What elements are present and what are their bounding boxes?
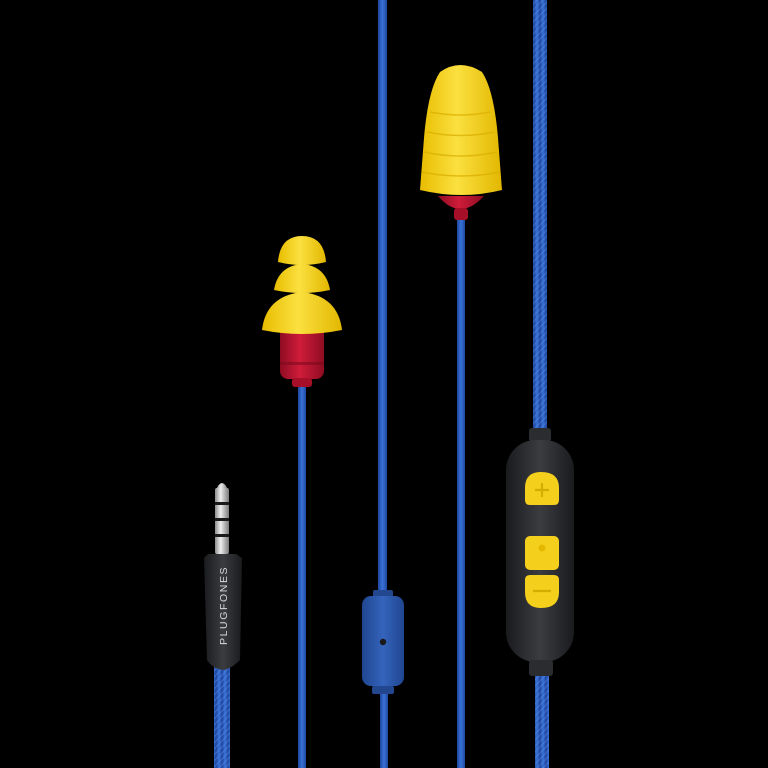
left-tip-flange-top xyxy=(278,236,326,265)
left-earbud-body xyxy=(280,325,324,379)
volume-up-button[interactable] xyxy=(525,472,559,505)
inline-remote xyxy=(506,428,574,676)
volume-down-button[interactable] xyxy=(525,575,559,608)
left-earbud xyxy=(262,236,342,387)
right-foam-tip xyxy=(420,65,502,195)
center-cable-lower xyxy=(380,693,388,768)
play-pause-button[interactable] xyxy=(525,536,559,570)
braided-cables xyxy=(214,0,549,768)
inline-microphone xyxy=(362,590,404,694)
right-earbud xyxy=(420,65,502,220)
left-earbud-cable xyxy=(298,385,306,768)
mic-hole xyxy=(379,638,387,646)
remote-cable-lower xyxy=(535,675,549,768)
audio-jack: PLUGFONES xyxy=(204,483,242,670)
thin-cables xyxy=(298,0,465,768)
left-tip-flange-large xyxy=(262,292,342,334)
jack-housing xyxy=(204,554,242,670)
left-tip-flange-mid xyxy=(274,264,330,293)
remote-cable-upper xyxy=(533,0,547,432)
right-earbud-cable xyxy=(457,218,465,768)
plus-icon xyxy=(535,483,549,497)
brand-label: PLUGFONES xyxy=(218,566,230,645)
center-cable-upper xyxy=(378,0,387,590)
dot-icon xyxy=(538,544,546,552)
right-earbud-body xyxy=(438,196,484,209)
jack-cable xyxy=(214,662,230,768)
